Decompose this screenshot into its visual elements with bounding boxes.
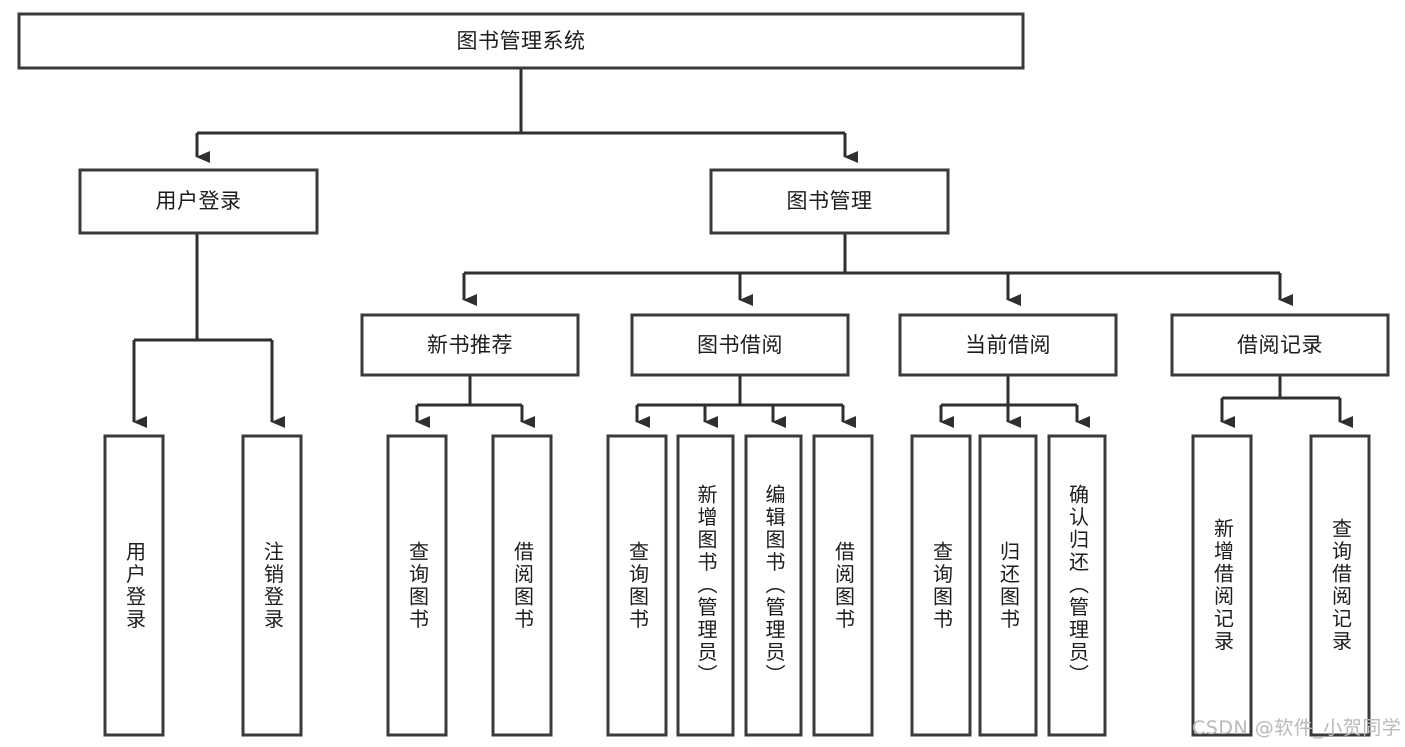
leaf-box[interactable] bbox=[241, 434, 303, 737]
leaf-box[interactable] bbox=[1191, 434, 1253, 737]
node-borrow-record[interactable] bbox=[1170, 313, 1390, 377]
leaf-box[interactable] bbox=[606, 434, 668, 737]
leaf-box[interactable] bbox=[1309, 434, 1371, 737]
leaf-box[interactable] bbox=[812, 434, 874, 737]
leaf-box[interactable] bbox=[103, 434, 165, 737]
node-book-borrow[interactable] bbox=[630, 313, 850, 377]
node-user-login[interactable] bbox=[78, 168, 319, 235]
leaf-box[interactable] bbox=[910, 434, 972, 737]
node-new-book-recommend[interactable] bbox=[360, 313, 580, 377]
node-current-borrow[interactable] bbox=[898, 313, 1118, 377]
leaf-box[interactable] bbox=[744, 434, 803, 737]
leaf-box[interactable] bbox=[676, 434, 735, 737]
connector-root-to-level2 bbox=[195, 68, 858, 163]
connector-userlogin-to-leaves bbox=[132, 233, 285, 428]
watermark-text: CSDN @软件_小贺同学 bbox=[1192, 717, 1402, 739]
connector-currentborrow-to-leaves bbox=[939, 375, 1090, 428]
connector-newbook-to-leaves bbox=[415, 375, 535, 428]
leaf-box[interactable] bbox=[1047, 434, 1107, 737]
leaf-box[interactable] bbox=[978, 434, 1038, 737]
node-root[interactable] bbox=[17, 12, 1025, 70]
connector-bookborrow-to-leaves bbox=[635, 375, 856, 428]
node-book-manage[interactable] bbox=[709, 168, 950, 235]
leaf-box[interactable] bbox=[386, 434, 448, 737]
leaf-box[interactable] bbox=[491, 434, 553, 737]
connector-borrowrecord-to-leaves bbox=[1220, 375, 1353, 428]
connector-bookmanage-to-level3 bbox=[462, 233, 1293, 306]
